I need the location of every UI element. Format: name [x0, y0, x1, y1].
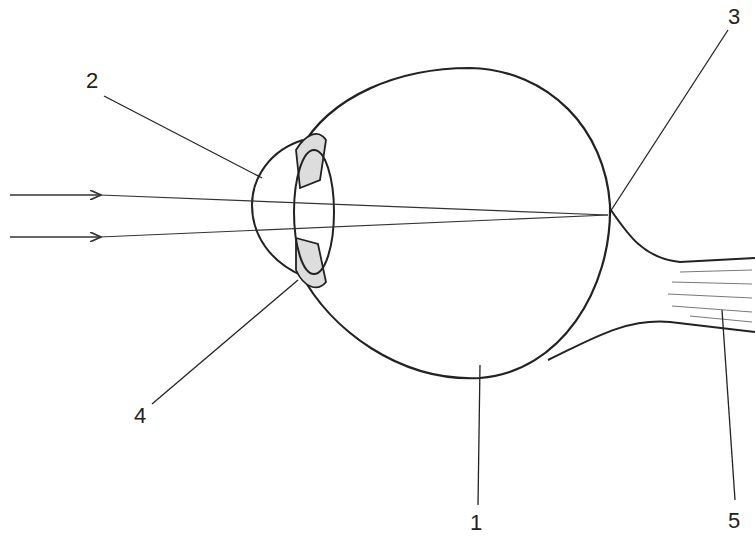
light-ray: [100, 195, 608, 215]
optic-nerve: [604, 200, 755, 262]
iris: [296, 134, 326, 188]
lens: [294, 150, 334, 274]
iris: [296, 238, 326, 287]
light-ray: [10, 236, 100, 237]
callout-number: 5: [728, 510, 740, 532]
callout-number: 1: [470, 512, 482, 534]
light-ray: [100, 215, 608, 237]
callout-number: 4: [134, 405, 146, 427]
eyeball: [300, 68, 610, 378]
callout-number: 3: [728, 6, 740, 28]
light-ray: [10, 194, 100, 195]
nerve-fibres: [668, 270, 752, 322]
leader-lines: [104, 30, 735, 505]
callout-number: 2: [86, 70, 98, 92]
